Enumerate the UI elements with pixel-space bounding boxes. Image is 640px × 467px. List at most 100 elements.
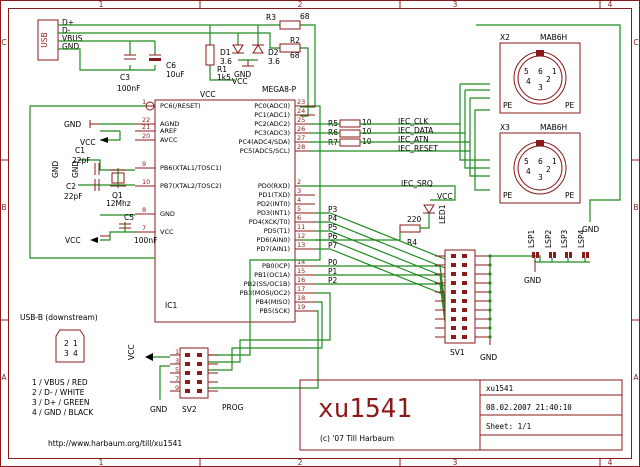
- solder-jumper-label: LSP1: [527, 230, 536, 248]
- din-name: X2: [500, 33, 510, 42]
- ic1-right-label: PB1(OC1A): [254, 271, 290, 279]
- sv2-pin-num: 7: [175, 375, 179, 383]
- ic1-vcc: VCC: [200, 90, 216, 99]
- usb-b-pin3: 3: [64, 349, 69, 358]
- iec-reset: IEC_RESET: [398, 144, 438, 153]
- d1-value: 3.6: [220, 57, 232, 66]
- r3-name: R3: [266, 13, 276, 22]
- ic1-right-num: 11: [297, 223, 305, 231]
- c5-name: C5: [124, 213, 134, 222]
- gnd-agnd-label: GND: [64, 120, 81, 129]
- usb-pin-dminus: D-: [62, 26, 71, 35]
- ic1-left-num: 21: [142, 123, 150, 131]
- ic1-left-label: AGND: [160, 120, 179, 128]
- sv2-gnd: GND: [150, 405, 167, 414]
- din-pin: 3: [538, 83, 543, 92]
- title-big: xu1541: [318, 394, 412, 424]
- lsp-gnd: GND: [524, 276, 541, 285]
- col-1-top: 1: [99, 0, 104, 9]
- d2-name: D2: [268, 48, 279, 57]
- c2-name: C2: [66, 182, 76, 191]
- r1-vcc: VCC: [232, 77, 248, 86]
- din-pe-left: PE: [503, 191, 513, 200]
- usb-b-pin2: 2: [64, 339, 69, 348]
- col-4-top: 4: [608, 0, 613, 9]
- col-2-bottom: 2: [298, 458, 303, 467]
- sv2-label: PROG: [222, 403, 244, 412]
- resistor-r4: R4 220: [300, 213, 430, 247]
- sv2-pin-num: 1: [175, 348, 179, 356]
- ic1-right-num: 24: [297, 107, 305, 115]
- din-pe-right: PE: [565, 191, 575, 200]
- led1-name: LED1: [438, 204, 447, 224]
- ic1-right-num: 6: [297, 214, 301, 222]
- gnd-agnd: GND VCC: [64, 120, 108, 147]
- ic1-right-label: PC0(ADC0): [254, 102, 290, 110]
- solder-jumper-label: LSP4: [577, 230, 586, 248]
- ic1-right-num: 16: [297, 276, 305, 284]
- sv2-vcc: VCC: [127, 344, 136, 360]
- ic1-right-label: PB2(SS/OC1B): [244, 280, 290, 288]
- gnd-c1-label: GND: [51, 161, 60, 178]
- col-1-bottom: 1: [99, 458, 104, 467]
- row-c-left: C: [1, 38, 6, 47]
- iec-atn: IEC_ATN: [398, 135, 429, 144]
- title-sheet: Sheet: 1/1: [486, 422, 531, 431]
- sv2-pin-num: 9: [175, 384, 179, 392]
- usb-label: USB: [40, 32, 49, 47]
- c6-value: 10uF: [166, 70, 185, 79]
- title-date: 08.02.2007 21:40:10: [486, 403, 572, 412]
- din-pin: 6: [538, 67, 543, 76]
- sv2-pin-num: 3: [175, 357, 179, 365]
- ic1-right-num: 14: [297, 258, 305, 266]
- din-name: X3: [500, 123, 510, 132]
- din-gnd: GND: [582, 225, 599, 234]
- r2-value: 68: [290, 51, 300, 60]
- project-url: http://www.harbaum.org/till/xu1541: [48, 439, 182, 448]
- iec-srq: IEC_SRQ: [401, 179, 433, 188]
- ic1-right-num: 3: [297, 187, 301, 195]
- din-pin: 1: [552, 157, 557, 166]
- d2-value: 3.6: [268, 57, 280, 66]
- ic1-right-num: 17: [297, 285, 305, 293]
- ic1-right-num: 18: [297, 294, 305, 302]
- cap-c1: C1 22pF: [72, 146, 100, 175]
- usb-wires: [58, 24, 316, 117]
- led-vcc: VCC: [437, 192, 453, 201]
- ic1-right-label: PC1(ADC1): [254, 111, 290, 119]
- sv1-name: SV1: [450, 348, 465, 357]
- din-pin: 5: [524, 67, 529, 76]
- title-copyright: (c) '07 Till Harbaum: [320, 434, 394, 443]
- ic1-right-label: PD7(AIN1): [257, 245, 291, 253]
- iec-labels: IEC_CLK IEC_DATA IEC_ATN IEC_RESET IEC_S…: [398, 117, 438, 188]
- ic1-right-num: 15: [297, 267, 305, 275]
- row-b-left: B: [1, 203, 6, 212]
- ic1-left-label: GND: [160, 210, 175, 218]
- left-wires: [29, 105, 155, 259]
- row-a-left: A: [1, 373, 7, 382]
- ic1-left-num: 20: [142, 132, 150, 140]
- ic1-right-num: 23: [297, 98, 305, 106]
- din-part: MAB6H: [540, 123, 567, 132]
- port-label-d: P5: [328, 223, 338, 232]
- title-name: xu1541: [486, 384, 513, 393]
- ic1-left-pins: PC6(/RESET)1AGND22AREF21AVCC20PB6(XTAL1/…: [135, 98, 222, 236]
- ic1-right-label: PB0(ICP): [262, 262, 290, 270]
- din-pe-right: PE: [565, 101, 575, 110]
- q1-name: Q1: [112, 191, 123, 200]
- ic1-right-label: PC2(ADC2): [254, 120, 290, 128]
- r6-value: 10: [362, 127, 372, 136]
- r1-value: 1k5: [217, 73, 231, 82]
- usb-b-pinout: USB-B (downstream) 2 1 3 4 1 / VBUS / RE…: [20, 313, 98, 417]
- d1-name: D1: [220, 48, 231, 57]
- ic1-right-label: PD3(INT1): [257, 209, 290, 217]
- ic1-right-pins: PC0(ADC0)23PC1(ADC1)24PC2(ADC2)25PC3(ADC…: [239, 98, 315, 315]
- din-pe-left: PE: [503, 101, 513, 110]
- din-pin: 1: [552, 67, 557, 76]
- resistor-r1: R1 1k5 VCC: [205, 44, 248, 86]
